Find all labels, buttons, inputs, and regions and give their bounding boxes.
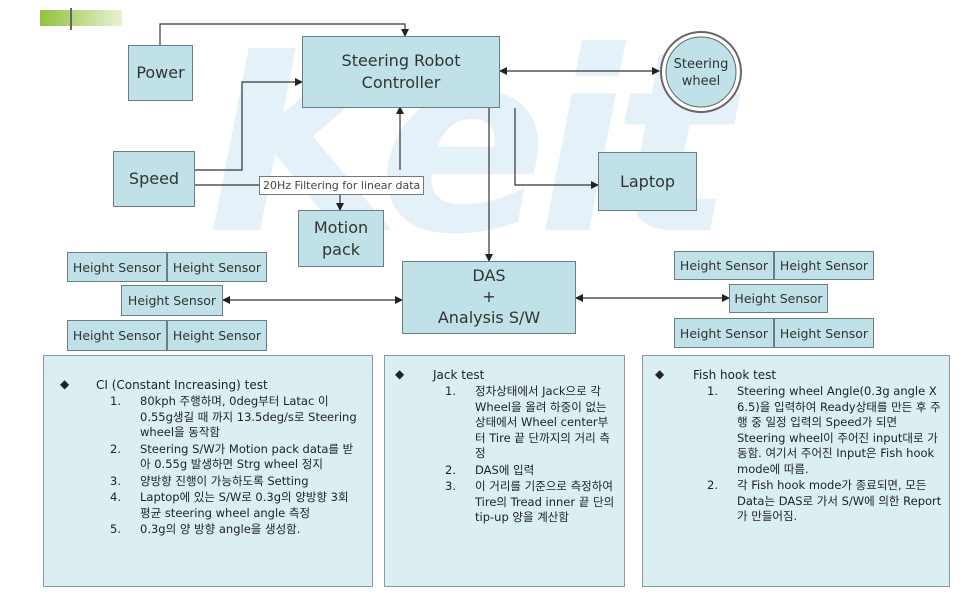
step-text: 각 Fish hook mode가 종료되면, 모든 Data는 DAS로 가서… <box>737 478 942 524</box>
step-number: 1. <box>445 384 456 398</box>
steering-wheel-icon: Steering wheel <box>660 31 742 113</box>
height-sensor-right-5: Height Sensor <box>774 318 874 348</box>
test-step: 1. 정차상태에서 Jack으로 각 Wheel을 올려 하중이 없는 상태에서 … <box>445 384 617 462</box>
height-sensor-label: Height Sensor <box>172 328 262 343</box>
step-text: Laptop에 있는 S/W로 0.3g의 양방향 3회 평균 steering… <box>140 490 349 520</box>
height-sensor-left-3: Height Sensor <box>121 285 223 316</box>
height-sensor-left-2: Height Sensor <box>167 252 267 282</box>
laptop-label: Laptop <box>619 171 676 191</box>
laptop-box: Laptop <box>598 152 697 211</box>
fish-hook-test-steps: 1. Steering wheel Angle(0.3g angle X 6.5)… <box>707 384 943 526</box>
height-sensor-right-2: Height Sensor <box>774 251 874 280</box>
height-sensor-label: Height Sensor <box>779 325 869 341</box>
step-number: 1. <box>707 384 718 398</box>
test-step: 3. 양방향 진행이 가능하도록 Setting <box>110 474 360 490</box>
step-number: 3. <box>110 473 121 488</box>
controller-label-2: Controller <box>361 73 441 92</box>
height-sensor-label: Height Sensor <box>679 325 769 341</box>
motion-label-2: pack <box>321 239 361 259</box>
das-label-2: + <box>482 287 496 307</box>
step-text: 정차상태에서 Jack으로 각 Wheel을 올려 하중이 없는 상태에서 Wh… <box>475 384 610 461</box>
step-text: 양방향 진행이 가능하도록 Setting <box>140 473 309 488</box>
height-sensor-label: Height Sensor <box>172 259 262 275</box>
height-sensor-label: Height Sensor <box>679 258 769 273</box>
height-sensor-label: Height Sensor <box>779 258 869 273</box>
jack-test-panel: ◆ Jack test 1. 정차상태에서 Jack으로 각 Wheel을 올려 … <box>384 355 625 587</box>
motion-label-1: Motion <box>313 217 369 237</box>
step-text: DAS에 입력 <box>475 462 535 477</box>
height-sensor-label: Height Sensor <box>72 328 162 343</box>
step-number: 2. <box>707 478 718 493</box>
step-number: 5. <box>110 522 121 537</box>
diamond-bullet-icon: ◆ <box>395 367 405 381</box>
height-sensor-right-1: Height Sensor <box>674 251 774 280</box>
height-sensor-left-1: Height Sensor <box>67 252 167 282</box>
ci-test-steps: 1. 80kph 주행하며, 0deg부터 Latac 이 0.55g생길 때 까… <box>110 394 360 539</box>
step-number: 4. <box>110 490 121 505</box>
filter-label-box: 20Hz Filtering for linear data <box>259 176 425 195</box>
das-label-3: Analysis S/W <box>437 307 541 327</box>
controller-label-1: Steering Robot <box>341 51 461 71</box>
step-text: 0.3g의 양 방향 angle을 생성함. <box>140 522 301 537</box>
test-step: 1. Steering wheel Angle(0.3g angle X 6.5)… <box>707 384 943 477</box>
height-sensor-label: Height Sensor <box>72 259 162 275</box>
step-number: 2. <box>445 462 456 477</box>
power-label: Power <box>136 63 185 83</box>
step-number: 2. <box>110 441 121 456</box>
step-text: 이 거리를 기준으로 측정하여 Tire의 Tread inner 끝 단의 t… <box>475 479 615 525</box>
wheel-label-1: Steering <box>674 57 729 72</box>
height-sensor-label: Height Sensor <box>127 293 217 308</box>
accent-bar <box>40 10 122 26</box>
test-step: 5. 0.3g의 양 방향 angle을 생성함. <box>110 522 360 538</box>
das-box: DAS + Analysis S/W <box>402 261 576 334</box>
wheel-label-2: wheel <box>682 74 720 89</box>
test-step: 2. DAS에 입력 <box>445 463 617 479</box>
step-text: Steering wheel Angle(0.3g angle X 6.5)을 … <box>737 384 941 476</box>
jack-test-steps: 1. 정차상태에서 Jack으로 각 Wheel을 올려 하중이 없는 상태에서 … <box>445 384 617 527</box>
test-step: 2. Steering S/W가 Motion pack data를 받아 0.5… <box>110 442 360 473</box>
jack-test-title: Jack test <box>433 368 485 382</box>
diamond-bullet-icon: ◆ <box>655 367 665 381</box>
filter-label: 20Hz Filtering for linear data <box>263 179 421 192</box>
test-step: 4. Laptop에 있는 S/W로 0.3g의 양방향 3회 평균 steeri… <box>110 490 360 521</box>
step-number: 3. <box>445 479 456 494</box>
steering-robot-controller-box: Steering Robot Controller <box>302 36 500 108</box>
height-sensor-label: Height Sensor <box>734 291 823 306</box>
diamond-bullet-icon: ◆ <box>60 377 70 391</box>
power-box: Power <box>128 45 193 101</box>
ci-test-title: CI (Constant Increasing) test <box>96 378 268 392</box>
height-sensor-left-4: Height Sensor <box>67 320 167 351</box>
test-step: 2. 각 Fish hook mode가 종료되면, 모든 Data는 DAS로 … <box>707 478 943 525</box>
test-step: 3. 이 거리를 기준으로 측정하여 Tire의 Tread inner 끝 단의… <box>445 479 617 526</box>
motion-pack-box: Motion pack <box>298 210 384 267</box>
accent-tick <box>70 8 72 30</box>
height-sensor-left-5: Height Sensor <box>167 320 267 351</box>
step-text: Steering S/W가 Motion pack data를 받아 0.55g… <box>140 441 354 472</box>
height-sensor-right-4: Height Sensor <box>674 318 774 348</box>
speed-label: Speed <box>128 169 180 189</box>
das-label-1: DAS <box>472 266 506 286</box>
fish-hook-test-panel: ◆ Fish hook test 1. Steering wheel Angle(… <box>642 355 950 587</box>
ci-test-panel: ◆ CI (Constant Increasing) test 1. 80kph … <box>43 355 373 587</box>
fish-hook-test-title: Fish hook test <box>693 368 777 382</box>
step-text: 80kph 주행하며, 0deg부터 Latac 이 0.55g생길 때 까지 … <box>140 394 357 440</box>
height-sensor-right-3: Height Sensor <box>729 284 828 313</box>
step-number: 1. <box>110 394 121 408</box>
speed-box: Speed <box>113 151 195 207</box>
test-step: 1. 80kph 주행하며, 0deg부터 Latac 이 0.55g생길 때 까… <box>110 394 360 441</box>
